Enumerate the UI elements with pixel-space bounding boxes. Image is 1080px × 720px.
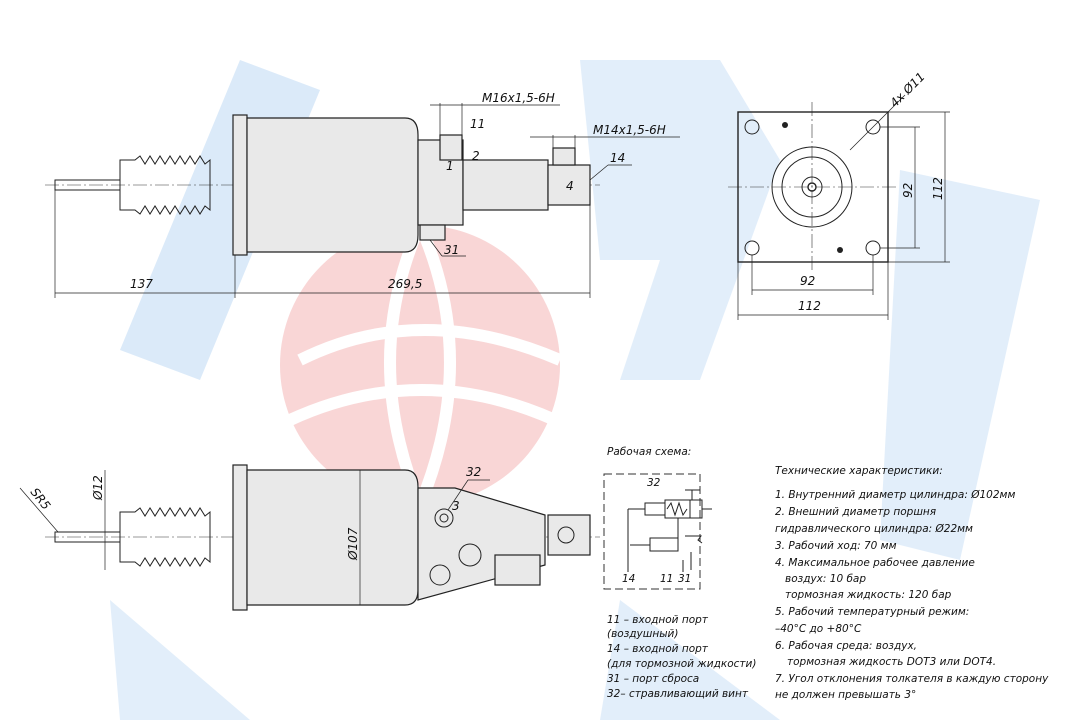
scheme-port-32: 32 [647, 477, 661, 489]
rubber-boot [119, 155, 211, 215]
dim-holes-vertical: 92 [901, 183, 915, 198]
thread-label-air: M16x1,5-6H [482, 91, 555, 105]
legend-line: (воздушный) [607, 628, 678, 640]
cylinder-diameter: Ø107 [346, 527, 360, 561]
scheme-port-14: 14 [622, 573, 635, 585]
spec-line: воздух: 10 бар [785, 573, 866, 585]
legend-line: 11 – входной порт [607, 614, 709, 626]
holes-label: 4x Ø11 [887, 70, 927, 110]
spec-line: не должен превышать 3° [775, 689, 916, 701]
working-scheme: Рабочая схема: 32 14 11 31 11 – входной … [603, 446, 756, 700]
air-cylinder [246, 117, 419, 253]
bottom-view: 32 3 Ø12 SR5 Ø107 [19, 464, 600, 611]
callout-11: 11 [470, 117, 485, 131]
spec-line: 2. Внешний диаметр поршня [775, 506, 936, 518]
spec-line: 4. Максимальное рабочее давление [775, 557, 975, 569]
spec-line: тормозная жидкость: 120 бар [785, 589, 952, 601]
callout-14: 14 [610, 151, 625, 165]
legend-line: (для тормозной жидкости) [607, 658, 756, 670]
legend-line: 14 – входной порт [607, 643, 709, 655]
spec-line: 1. Внутренний диаметр цилиндра: Ø102мм [775, 489, 1015, 501]
spec-line: тормозная жидкость DOT3 или DOT4. [787, 656, 996, 668]
mount-flange [232, 114, 248, 256]
scheme-port-11: 11 [660, 573, 673, 585]
spec-line: –40°С до +80°С [775, 623, 862, 635]
watermark-globe [280, 225, 560, 505]
spec-line: 3. Рабочий ход: 70 мм [775, 540, 897, 552]
thread-label-fluid: M14x1,5-6H [593, 123, 666, 137]
spec-line: 5. Рабочий температурный режим: [775, 606, 969, 618]
callout-2: 2 [472, 149, 480, 163]
watermark [110, 60, 1040, 720]
scheme-port-31: 31 [678, 573, 691, 585]
top-view: M16x1,5-6H M14x1,5-6H 11 1 2 14 4 31 137… [45, 91, 680, 298]
dim-rod-length: 137 [130, 277, 153, 291]
scheme-title: Рабочая схема: [607, 446, 691, 458]
specs-title: Технические характеристики: [775, 465, 943, 477]
spec-line: 6. Рабочая среда: воздух, [775, 640, 917, 652]
watermark-letter [880, 170, 1040, 560]
spec-line: гидравлического цилиндра: Ø22мм [775, 523, 973, 535]
dim-total-length: 269,5 [388, 277, 422, 291]
callout-3: 3 [452, 499, 460, 513]
dim-width: 112 [798, 299, 821, 313]
legend-line: 31 – порт сброса [607, 673, 699, 685]
rod-diameter: Ø12 [91, 475, 105, 501]
technical-specs: Технические характеристики: 1. Внутренни… [775, 465, 1049, 701]
callout-31: 31 [444, 243, 459, 257]
legend-line: 32– стравливающий винт [607, 688, 749, 700]
callout-32: 32 [466, 465, 481, 479]
callout-4: 4 [566, 179, 574, 193]
sphere-radius: SR5 [28, 485, 54, 512]
flange-plate [737, 111, 889, 263]
callout-1: 1 [446, 159, 454, 173]
spec-line: 7. Угол отклонения толкателя в каждую ст… [775, 673, 1049, 685]
watermark-letter [580, 60, 780, 380]
dim-height: 112 [931, 177, 945, 200]
dim-holes-horizontal: 92 [800, 274, 815, 288]
